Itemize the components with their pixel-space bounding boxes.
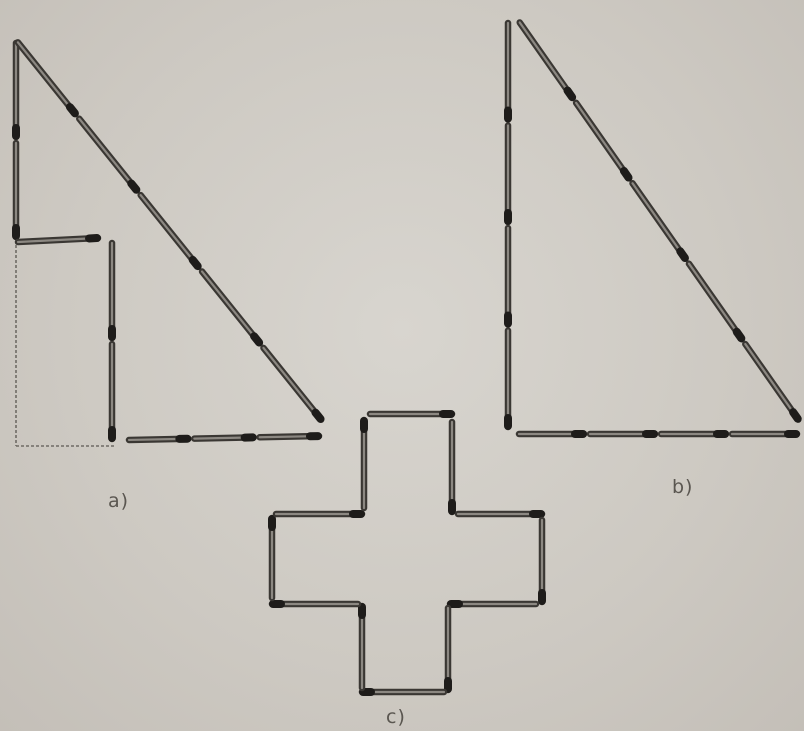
fig-a-base-matchstick-1 — [129, 439, 188, 440]
fig-a-hypotenuse-matchstick-4 — [202, 272, 260, 344]
fig-a-inner-top-matchstick — [18, 238, 98, 242]
fig-a-base-matchstick-2 — [194, 437, 253, 438]
figure-c-cross — [272, 414, 542, 692]
faint-guide-lines — [16, 240, 114, 446]
figure-b-label: b) — [672, 476, 693, 498]
fig-a-hypotenuse-matchstick-2 — [79, 119, 137, 191]
figure-a-label: a) — [108, 490, 129, 512]
fig-b-hypotenuse-matchstick-5 — [745, 344, 798, 419]
fig-b-hypotenuse-matchstick-4 — [689, 264, 742, 339]
fig-b-hypotenuse-matchstick-1 — [520, 22, 573, 97]
fig-b-hypotenuse-matchstick-2 — [576, 103, 629, 178]
figure-a-triangle — [16, 42, 321, 440]
fig-a-hypotenuse-matchstick-5 — [263, 348, 321, 420]
fig-b-hypotenuse-matchstick-3 — [633, 183, 686, 258]
fig-a-hypotenuse-matchstick-1 — [18, 42, 76, 114]
figure-b-triangle — [508, 22, 798, 434]
figure-c-label: c) — [386, 706, 406, 728]
fig-a-base-matchstick-3 — [260, 436, 319, 437]
fig-a-hypotenuse-matchstick-3 — [141, 195, 199, 267]
